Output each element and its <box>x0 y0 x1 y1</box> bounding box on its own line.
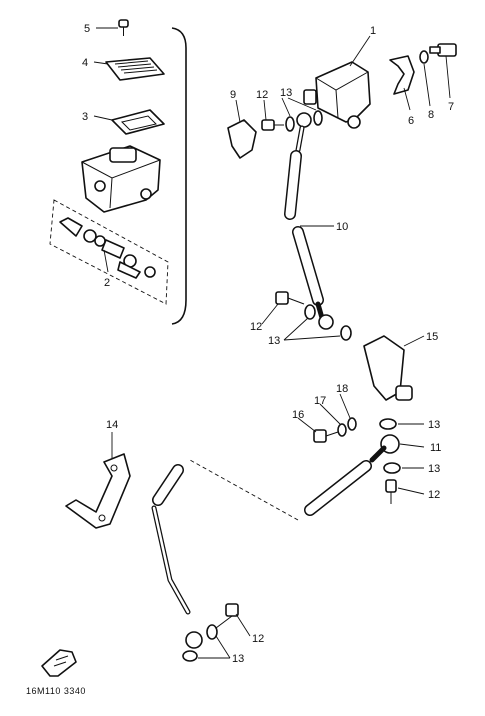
mid-banjo-bolt <box>275 291 305 305</box>
part-7-bolt <box>429 43 457 57</box>
master-cylinder-body <box>81 145 161 213</box>
callout-12-mid: 12 <box>250 321 262 333</box>
lower-brake-hose <box>151 445 387 615</box>
callout-7: 7 <box>448 101 454 113</box>
callout-2: 2 <box>104 277 110 289</box>
callout-15: 15 <box>426 331 438 343</box>
callout-3: 3 <box>82 111 88 123</box>
upper-washer-a <box>285 116 295 132</box>
upper-washer-b <box>313 110 323 126</box>
callout-13-right-a: 13 <box>428 419 440 431</box>
callout-6: 6 <box>408 115 414 127</box>
subassembly-bracket <box>171 27 187 325</box>
figure-code: 16M110 3340 <box>26 686 86 696</box>
callout-13-mid: 13 <box>268 335 280 347</box>
callout-1: 1 <box>370 25 376 37</box>
part-2-piston-kit <box>49 199 169 305</box>
callout-leaders <box>93 27 451 659</box>
callout-12-lower: 12 <box>252 633 264 645</box>
lower-banjo-bolt <box>215 603 239 629</box>
mid-washer-a <box>304 304 316 320</box>
callout-9: 9 <box>230 89 236 101</box>
right-washer-b <box>383 462 401 474</box>
part-14-bracket <box>65 453 131 529</box>
part-8-washer <box>419 50 429 64</box>
lower-banjo-fitting <box>185 631 203 649</box>
part-4-reservoir-cap <box>105 57 165 81</box>
mid-washer-b <box>340 325 352 341</box>
upper-banjo-fitting <box>296 112 312 128</box>
part-10-brake-hose <box>284 125 325 321</box>
part-9-cap <box>227 119 257 159</box>
callout-13-right-b: 13 <box>428 463 440 475</box>
callout-17: 17 <box>314 395 326 407</box>
part-18-washer <box>347 417 357 431</box>
callout-8: 8 <box>428 109 434 121</box>
part-3-diaphragm <box>111 109 165 135</box>
part-5-screw <box>118 19 129 36</box>
part-6-clamp <box>389 55 415 95</box>
callout-18: 18 <box>336 383 348 395</box>
callout-13-lower: 13 <box>232 653 244 665</box>
callout-12-right: 12 <box>428 489 440 501</box>
master-cylinder-main <box>303 61 371 129</box>
lower-washer-b <box>182 650 198 662</box>
callout-10: 10 <box>336 221 348 233</box>
callout-4: 4 <box>82 57 88 69</box>
mid-banjo-fitting <box>318 314 334 330</box>
part-17-washer <box>337 423 347 437</box>
callout-16: 16 <box>292 409 304 421</box>
part-16-bolt <box>313 429 339 443</box>
callout-13-upper: 13 <box>280 87 292 99</box>
lower-washer-a <box>206 624 218 640</box>
master-cylinder-subassembly <box>49 19 187 325</box>
callout-labels: 5 4 3 2 1 6 8 7 9 12 13 10 12 13 15 16 1… <box>82 23 454 665</box>
callout-5: 5 <box>84 23 90 35</box>
callout-12-upper: 12 <box>256 89 268 101</box>
right-washer-a <box>379 418 397 430</box>
front-direction-arrow-icon <box>41 649 77 677</box>
callout-14: 14 <box>106 419 118 431</box>
right-banjo-bolt <box>385 479 397 504</box>
upper-banjo-bolt <box>261 119 284 131</box>
part-15-cap <box>363 335 413 401</box>
callout-11-right: 11 <box>430 442 441 454</box>
